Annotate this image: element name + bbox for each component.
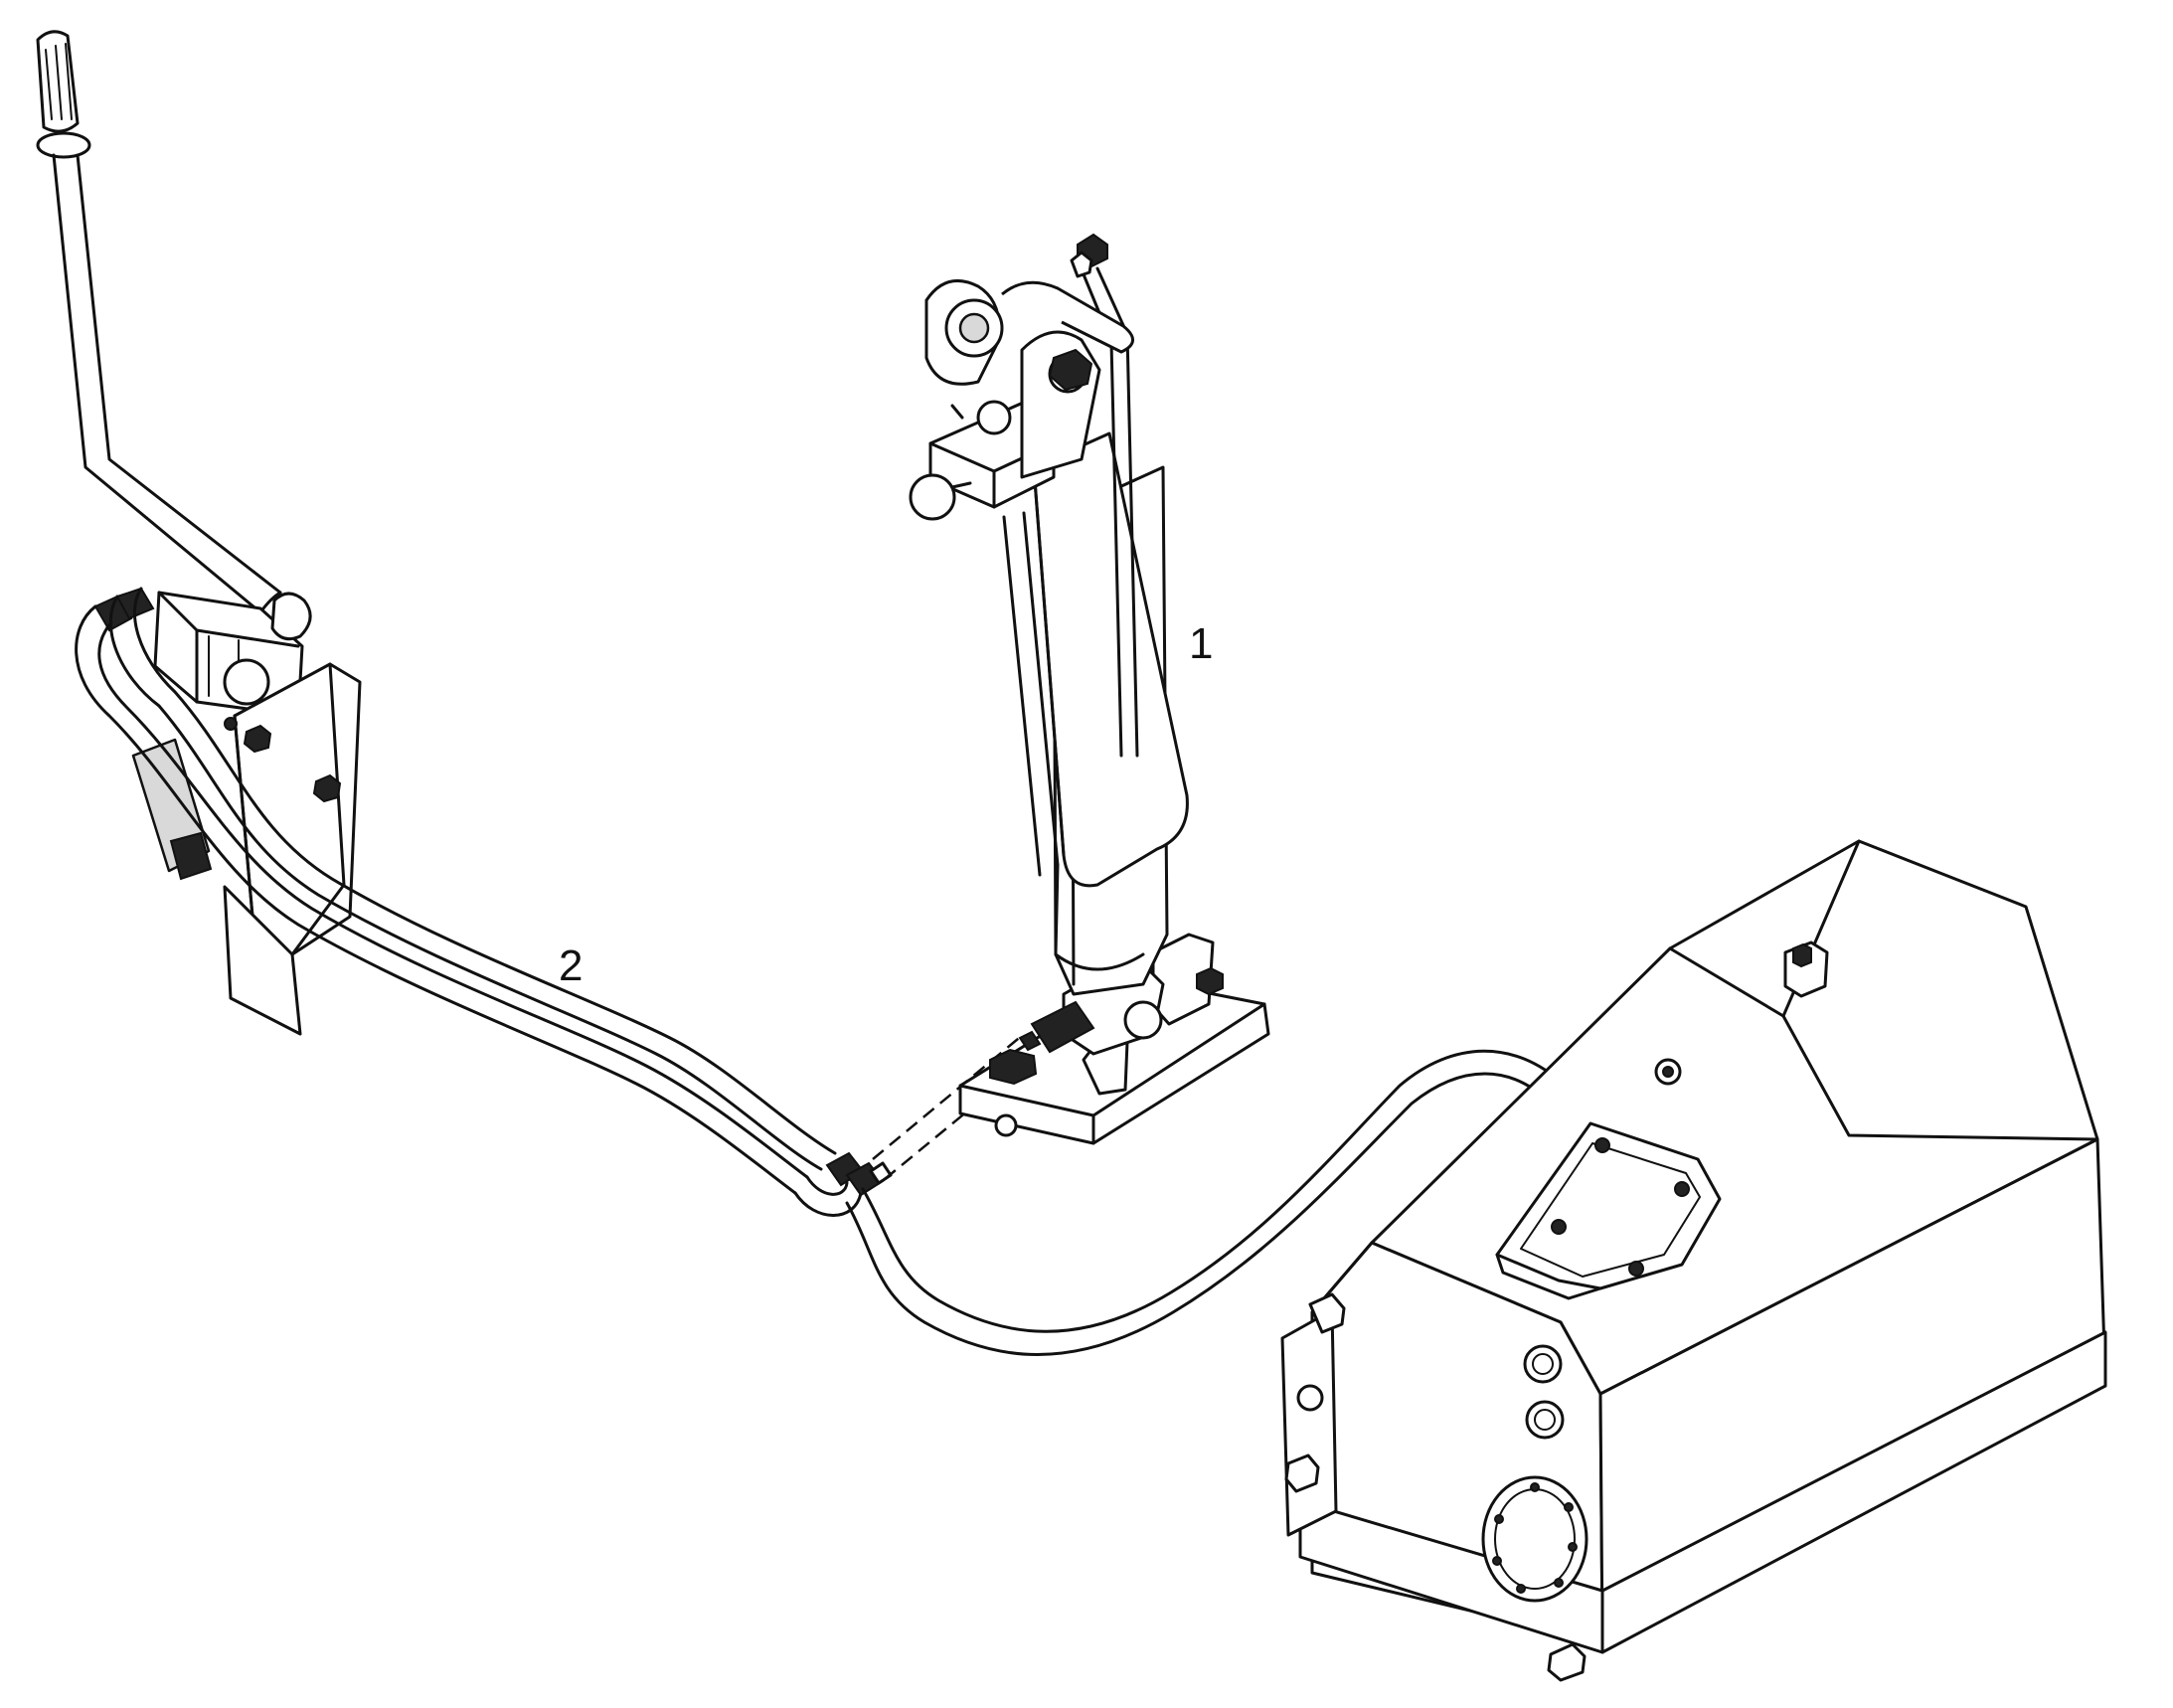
callout-label-1: 1 [1189,619,1214,668]
control-valve [93,587,362,1036]
hydraulic-tank [1280,839,2107,1682]
hand-lever [36,30,282,614]
callout-label-2: 2 [559,941,584,990]
hose-assembly [75,587,1565,1356]
hydraulic-cylinder [909,233,1270,1145]
